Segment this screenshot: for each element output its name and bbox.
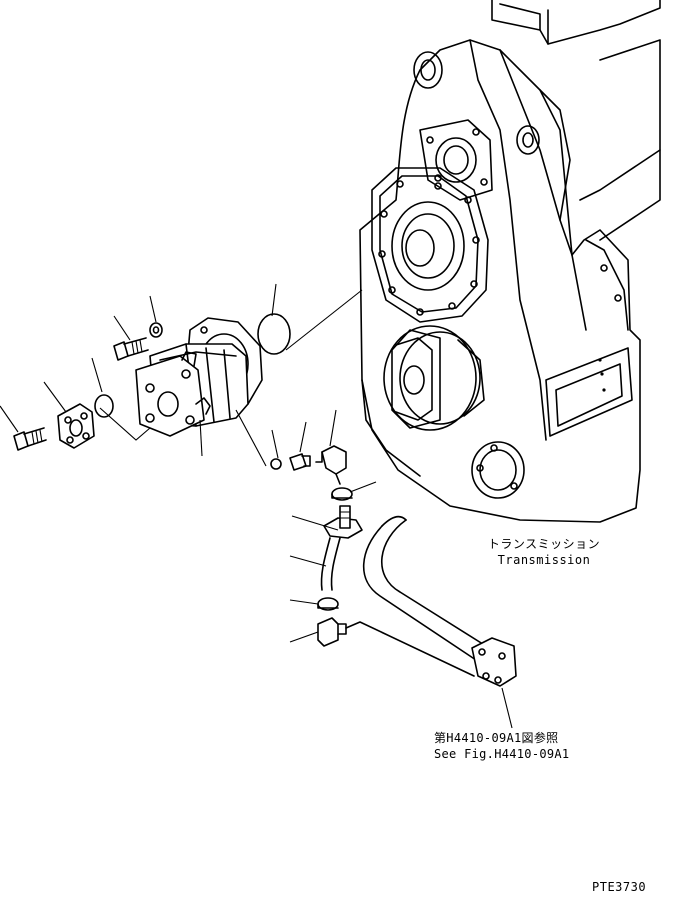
washer	[149, 322, 163, 338]
transmission-label-jp: トランスミッション	[487, 537, 601, 551]
hydraulic-pump	[135, 317, 263, 437]
transmission-label-en: Transmission	[497, 553, 591, 567]
cap-screw-left	[13, 427, 47, 451]
bent-tube	[320, 537, 341, 591]
transmission-housing	[359, 0, 661, 523]
plug-fitting	[270, 458, 282, 470]
hose-clamp-lower	[317, 597, 339, 611]
hose-clamp-upper	[331, 487, 353, 501]
o-ring-small	[94, 394, 114, 418]
figure-reference: 第H4410-09A1図参照 See Fig.H4410-09A1	[434, 730, 569, 762]
tube-flange-upper	[323, 505, 363, 539]
figure-reference-en: See Fig.H4410-09A1	[434, 747, 570, 761]
transmission-label: トランスミッション Transmission	[484, 536, 604, 568]
suction-hose	[345, 515, 487, 677]
hose-end-flange	[471, 637, 517, 687]
tee-fitting-lower	[317, 617, 347, 647]
cap-screw-top	[113, 337, 149, 361]
shaft-coupling	[57, 403, 95, 449]
adapter-fitting	[289, 453, 311, 471]
elbow-fitting	[315, 445, 347, 485]
leader-lines	[0, 283, 513, 729]
figure-code: PTE3730	[592, 880, 647, 894]
o-ring-large	[257, 313, 291, 355]
figure-reference-jp: 第H4410-09A1図参照	[434, 731, 559, 745]
